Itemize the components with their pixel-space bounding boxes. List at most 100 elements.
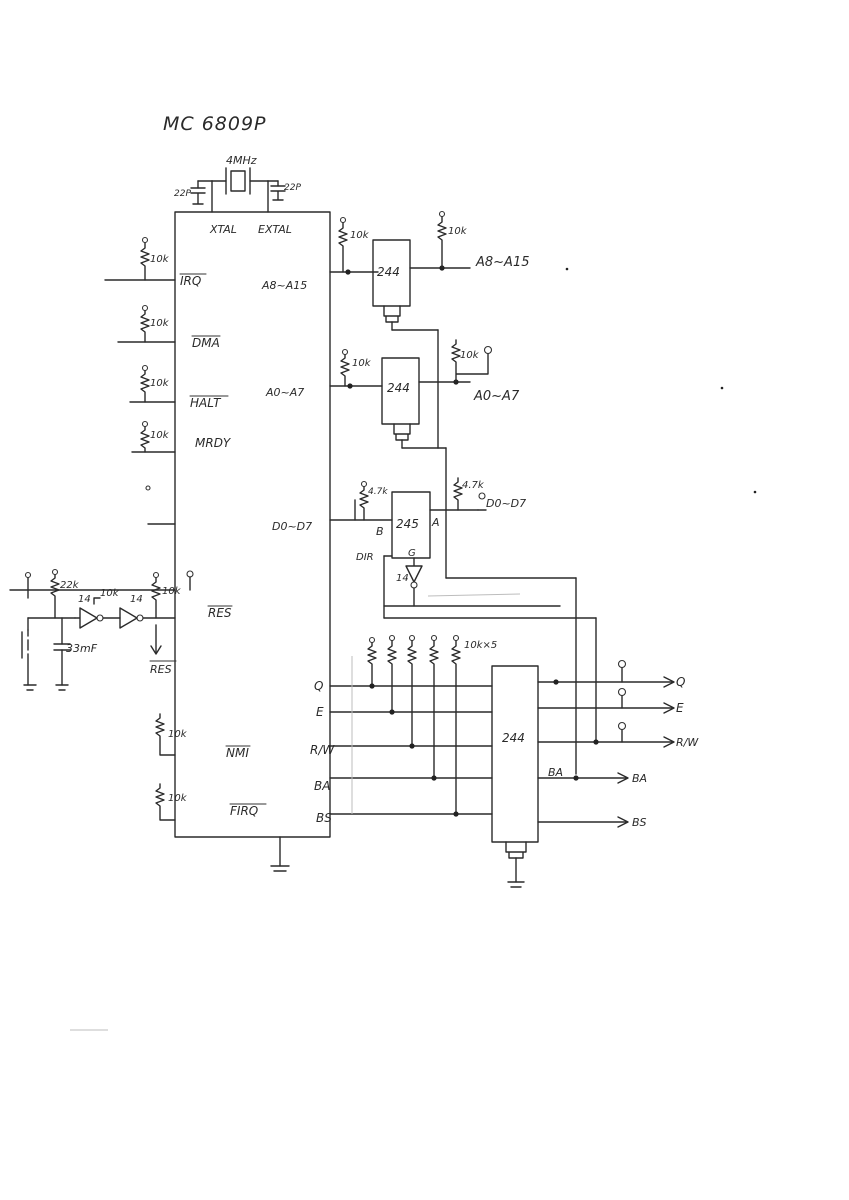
pin-mrdy-label: MRDY bbox=[195, 436, 232, 450]
pin-rw-label: R/W bbox=[310, 743, 335, 757]
bus-out-pullup-label: 4.7k bbox=[462, 480, 485, 491]
pin-data-label: D0~D7 bbox=[272, 520, 312, 533]
reset-out-arrow-icon bbox=[150, 645, 162, 655]
buf-lo-chip bbox=[381, 357, 420, 425]
buf-hi-pullup-resistor-icon bbox=[338, 222, 348, 273]
reset-inverter2-label: 14 bbox=[130, 594, 143, 605]
pin-e-label: E bbox=[316, 705, 324, 719]
ctrl-buf-chip-label: 244 bbox=[502, 731, 525, 745]
buf-hi-out-pullup-label: 10k bbox=[448, 226, 468, 237]
e-out-arrow-icon bbox=[663, 702, 675, 714]
irq-resistor-label: 10k bbox=[150, 254, 170, 265]
transceiver-g-label: G bbox=[408, 548, 416, 559]
dma-resistor-icon bbox=[140, 310, 150, 343]
data-out-label: D0~D7 bbox=[486, 497, 526, 510]
bs-out-arrow-icon bbox=[617, 816, 629, 828]
reset-r3-label: 10k bbox=[162, 586, 182, 597]
crystal-cap-right-label: 22P bbox=[284, 183, 301, 193]
ctrl-array-resistors-icon bbox=[367, 634, 461, 815]
ctrl-array-label: 10k×5 bbox=[464, 640, 497, 651]
rw-out-arrow-icon bbox=[663, 736, 675, 748]
buf-lo-pullup-resistor-icon bbox=[340, 354, 350, 387]
reset-r2-lead bbox=[93, 597, 101, 605]
cpu-ground-icon bbox=[270, 865, 290, 872]
reset-cap-label: 33mF bbox=[66, 642, 98, 655]
crystal-cap-left-icon bbox=[190, 187, 206, 205]
reset-inverter1-label: 14 bbox=[78, 594, 91, 605]
crystal-cap-left-label: 22P bbox=[174, 189, 191, 199]
buf-hi-chip-label: 244 bbox=[377, 265, 400, 279]
transceiver-chip-label: 245 bbox=[396, 517, 419, 531]
bus-cpu-pullup-resistor-icon bbox=[359, 486, 369, 521]
mrdy-resistor-label: 10k bbox=[150, 430, 170, 441]
reset-r1-resistor-icon bbox=[50, 574, 60, 619]
buf-lo-pullup-label: 10k bbox=[352, 358, 372, 369]
firq-resistor-icon bbox=[155, 783, 176, 821]
buf-lo-out-pullup-resistor-icon bbox=[451, 339, 489, 383]
crystal-cap-right-icon bbox=[270, 185, 286, 201]
pin-xtal-label: XTAL bbox=[209, 223, 237, 236]
reset-cap-ground-icon bbox=[55, 684, 69, 691]
halt-resistor-label: 10k bbox=[150, 378, 170, 389]
q-out-label: Q bbox=[676, 675, 685, 689]
ba-out-label: BA bbox=[632, 772, 647, 785]
pin-addr-hi-label: A8~A15 bbox=[261, 279, 307, 292]
nmi-resistor-icon bbox=[155, 713, 176, 756]
nmi-resistor-label: 10k bbox=[168, 729, 188, 740]
schematic-title: MC 6809P bbox=[163, 113, 267, 135]
ba-internal-label: BA bbox=[548, 766, 563, 779]
transceiver-dir-label: DIR bbox=[356, 552, 374, 563]
buf-hi-out-pullup-resistor-icon bbox=[437, 216, 447, 269]
pin-bs-label: BS bbox=[316, 811, 332, 825]
firq-resistor-label: 10k bbox=[168, 793, 188, 804]
mrdy-resistor-icon bbox=[140, 426, 150, 453]
rw-out-label: R/W bbox=[676, 736, 699, 749]
buf-lo-enable-icon bbox=[393, 423, 411, 441]
reset-out-label: RES bbox=[150, 663, 172, 676]
buf-lo-chip-label: 244 bbox=[387, 381, 410, 395]
transceiver-inverter-label: 14 bbox=[396, 573, 409, 584]
pin-ba-label: BA bbox=[314, 779, 330, 793]
reset-inverter2-icon bbox=[119, 607, 138, 629]
pin-dma-label: DMA bbox=[192, 336, 220, 350]
reset-inverter1-icon bbox=[74, 607, 98, 629]
pin-q-label: Q bbox=[314, 679, 323, 693]
buf-hi-pullup-label: 10k bbox=[350, 230, 370, 241]
pin-addr-lo-label: A0~A7 bbox=[265, 386, 304, 399]
pin-nmi-label: NMI bbox=[226, 746, 249, 760]
transceiver-a-label: A bbox=[431, 516, 440, 529]
q-out-arrow-icon bbox=[663, 676, 675, 688]
transceiver-b-label: B bbox=[376, 525, 384, 538]
halt-resistor-icon bbox=[140, 370, 150, 403]
ctrl-buf-chip bbox=[491, 665, 539, 843]
crystal-icon bbox=[230, 170, 246, 192]
transceiver-chip bbox=[391, 491, 431, 559]
ctrl-buf-enable-icon bbox=[505, 841, 527, 859]
buf-hi-enable-icon bbox=[383, 305, 401, 323]
buf-hi-chip bbox=[372, 239, 411, 307]
bs-out-label: BS bbox=[632, 816, 647, 829]
reset-r1-label: 22k bbox=[60, 580, 80, 591]
transceiver-inverter-icon bbox=[405, 557, 423, 583]
e-out-label: E bbox=[676, 701, 684, 715]
pin-halt-label: HALT bbox=[190, 396, 222, 410]
pin-extal-label: EXTAL bbox=[258, 223, 292, 236]
reset-r2-label: 10k bbox=[100, 588, 120, 599]
pin-firq-label: FIRQ bbox=[230, 804, 258, 818]
reset-r3-resistor-icon bbox=[151, 577, 161, 619]
ctrl-buf-ground-icon bbox=[507, 881, 525, 888]
buf-lo-out-pullup-label: 10k bbox=[460, 350, 480, 361]
crystal-freq-label: 4MHz bbox=[226, 154, 257, 167]
reset-button-ground-icon bbox=[23, 684, 37, 691]
addr-hi-out-label: A8~A15 bbox=[475, 255, 530, 270]
addr-lo-out-label: A0~A7 bbox=[473, 389, 520, 404]
bus-out-pullup-resistor-icon bbox=[453, 477, 463, 511]
bus-cpu-pullup-label: 4.7k bbox=[368, 487, 388, 497]
dma-resistor-label: 10k bbox=[150, 318, 170, 329]
pin-reset-label: RES bbox=[208, 606, 232, 620]
irq-resistor-icon bbox=[140, 242, 150, 281]
pin-irq-label: IRQ bbox=[180, 274, 201, 288]
reset-pushbutton-icon bbox=[21, 629, 29, 686]
